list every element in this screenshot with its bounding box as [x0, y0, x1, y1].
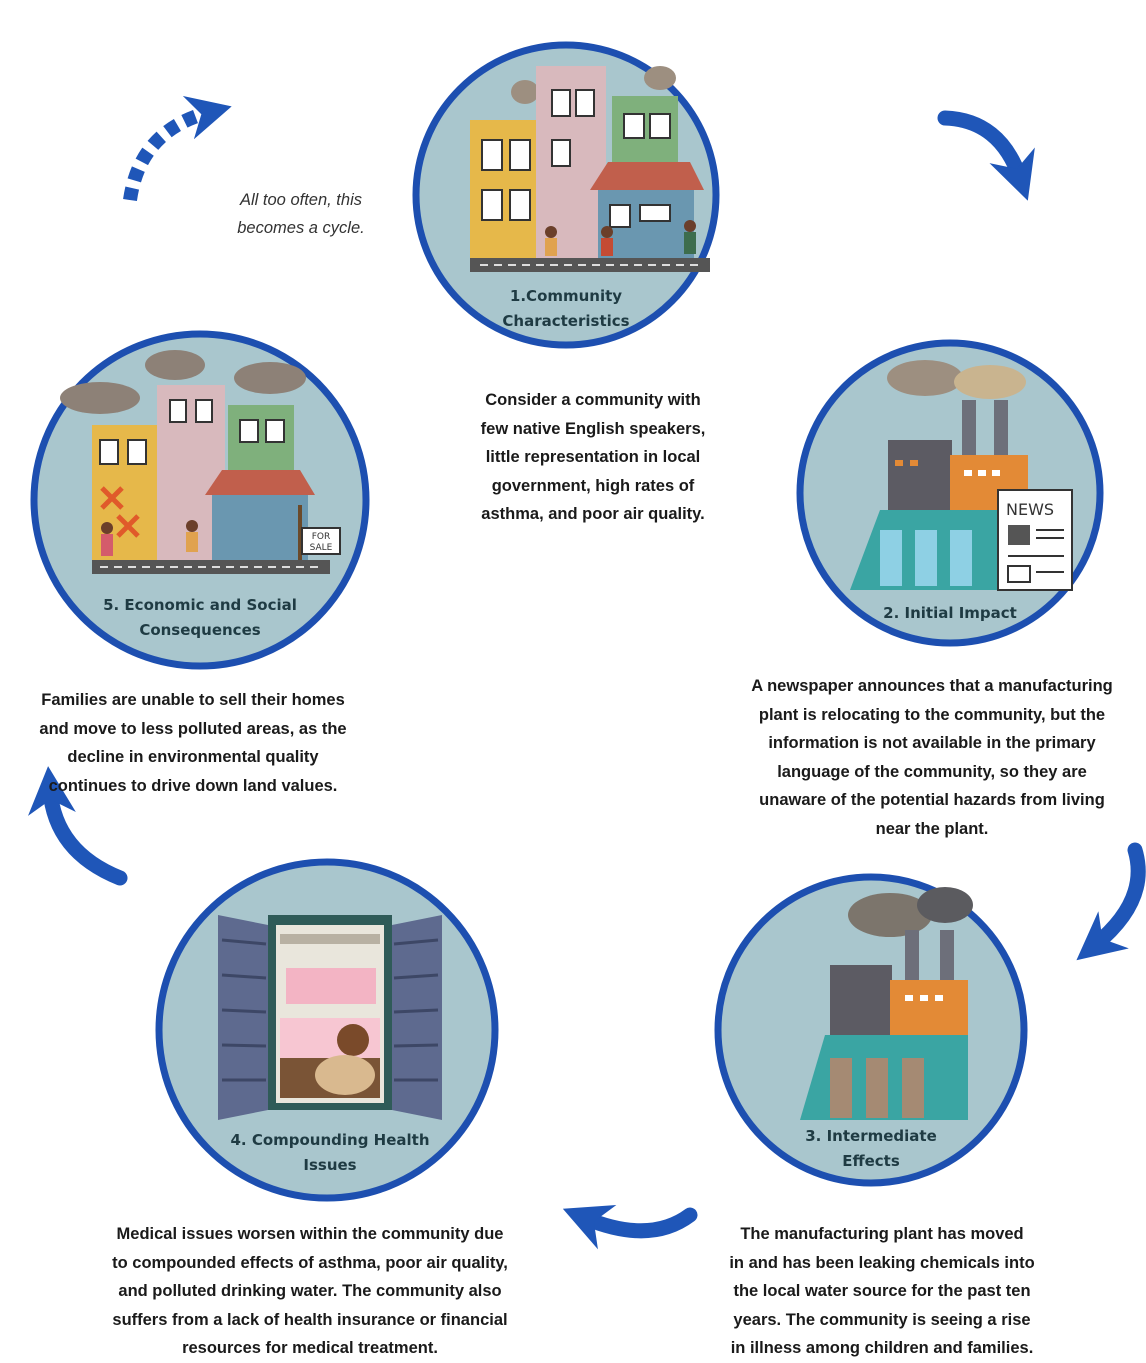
description-line: near the plant. [875, 819, 989, 838]
for-sale-sign-line-2: SALE [310, 543, 333, 553]
description-line: resources for medical treatment. [182, 1339, 438, 1357]
description-line: few native English speakers, [480, 419, 706, 438]
step-4-title-line: 4. Compounding Health [230, 1131, 430, 1149]
arrow-step3-to-step4 [562, 1205, 698, 1250]
step-4-title-line: Issues [303, 1156, 357, 1174]
step-1-title: 1.Community Characteristics [466, 284, 666, 334]
description-line: A newspaper announces that a manufacturi… [751, 677, 1113, 695]
description-line: unaware of the potential hazards from li… [759, 791, 1105, 809]
cycle-note: All too often, this becomes a cycle. [196, 186, 406, 242]
step-2-circle [796, 339, 1104, 647]
polluting-factory-illustration [800, 887, 973, 1120]
description-line: to compounded effects of asthma, poor ai… [112, 1253, 508, 1272]
polluted-town-for-sale-illustration: FOR SALE [60, 350, 341, 574]
step-2-title-line: 2. Initial Impact [883, 604, 1017, 622]
step-5-description: Families are unable to sell their homes … [8, 686, 378, 800]
cycle-note-line: All too often, this [240, 191, 362, 209]
description-line: asthma, and poor air quality. [481, 505, 705, 523]
arrow-step2-to-step3 [1076, 842, 1146, 961]
sick-person-window-illustration [218, 915, 442, 1120]
step-5-title-line: 5. Economic and Social [103, 596, 297, 614]
description-line: Consider a community with [485, 391, 701, 409]
step-5-title: 5. Economic and Social Consequences [60, 593, 340, 643]
step-2-title: 2. Initial Impact [850, 601, 1050, 626]
cycle-note-line: becomes a cycle. [237, 219, 365, 237]
step-4-title: 4. Compounding Health Issues [200, 1128, 460, 1178]
step-3-description: The manufacturing plant has moved in and… [697, 1220, 1067, 1363]
factory-news-illustration: NEWS [850, 360, 1073, 591]
description-line: little representation in local [485, 448, 701, 466]
step-1-description: Consider a community with few native Eng… [426, 386, 760, 529]
step-5-title-line: Consequences [139, 621, 261, 639]
description-line: information is not available in the prim… [768, 734, 1096, 752]
step-2-description: A newspaper announces that a manufacturi… [718, 672, 1146, 843]
description-line: plant is relocating to the community, bu… [758, 705, 1106, 724]
description-line: suffers from a lack of health insurance … [112, 1310, 508, 1329]
description-line: Medical issues worsen within the communi… [116, 1225, 504, 1243]
description-line: Families are unable to sell their homes [41, 691, 345, 709]
description-line: and move to less polluted areas, as the [39, 719, 347, 738]
description-line: government, high rates of [491, 476, 695, 495]
step-3-title: 3. Intermediate Effects [761, 1124, 981, 1174]
description-line: in illness among children and families. [730, 1339, 1034, 1357]
step-3-title-line: 3. Intermediate [805, 1127, 937, 1145]
step-4-description: Medical issues worsen within the communi… [70, 1220, 550, 1363]
arrow-step4-to-step5 [28, 766, 128, 886]
description-line: in and has been leaking chemicals into [729, 1253, 1035, 1272]
newspaper-label: NEWS [1006, 500, 1054, 519]
arrow-step1-to-step2 [937, 110, 1035, 201]
description-line: language of the community, so they are [777, 762, 1087, 781]
description-line: the local water source for the past ten [733, 1282, 1031, 1300]
step-1-title-line: Characteristics [502, 312, 630, 330]
description-line: and polluted drinking water. The communi… [118, 1282, 502, 1300]
step-1-title-line: 1.Community [509, 287, 623, 305]
for-sale-sign-line-1: FOR [312, 532, 331, 542]
description-line: The manufacturing plant has moved [740, 1225, 1024, 1243]
description-line: years. The community is seeing a rise [733, 1310, 1031, 1329]
description-line: decline in environmental quality [67, 748, 319, 766]
town-buildings-illustration [470, 66, 710, 272]
step-3-title-line: Effects [842, 1152, 900, 1170]
description-line: continues to drive down land values. [48, 776, 338, 795]
